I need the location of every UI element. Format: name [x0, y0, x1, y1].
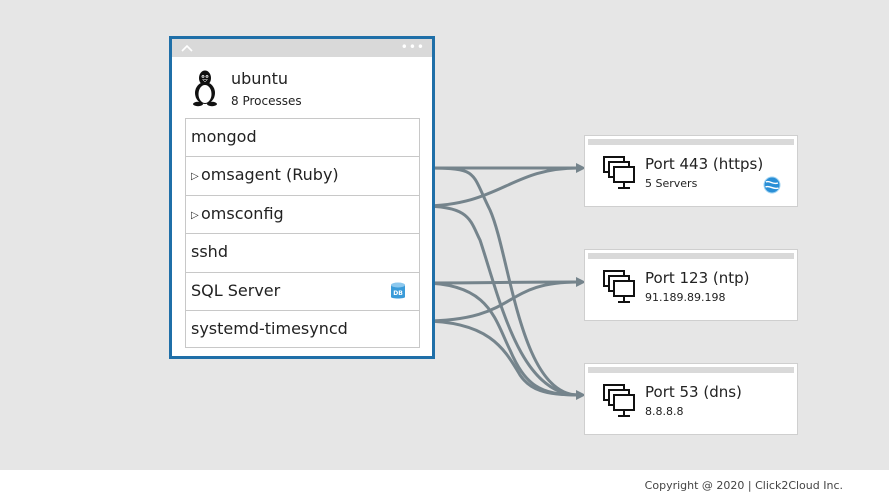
process-item-sql-server[interactable]: SQL Server DB	[185, 271, 420, 310]
arrowhead	[576, 163, 586, 173]
connection-timesyncd-53	[420, 319, 580, 397]
process-label: SQL Server	[191, 280, 281, 300]
port-card-header-bar	[588, 367, 794, 373]
copyright-text: Copyright @ 2020 | Click2Cloud Inc.	[644, 479, 843, 492]
map-canvas[interactable]: ••• ubuntu 8 Processes mongod ▷omsagent …	[0, 0, 889, 470]
arrowhead	[576, 390, 586, 400]
footer: Copyright @ 2020 | Click2Cloud Inc.	[0, 470, 889, 500]
port-card-header-bar	[588, 139, 794, 145]
process-item-omsconfig[interactable]: ▷omsconfig	[185, 194, 420, 234]
database-icon: DB	[391, 282, 405, 299]
process-count: 8 Processes	[231, 94, 302, 108]
port-detail: 8.8.8.8	[645, 405, 684, 418]
server-group-icon	[603, 156, 635, 189]
server-group-icon	[603, 384, 635, 417]
process-item-sshd[interactable]: sshd	[185, 233, 420, 272]
port-detail: 5 Servers	[645, 177, 698, 190]
connection-lines	[419, 163, 586, 400]
arrowhead	[576, 277, 586, 287]
process-label: systemd-timesyncd	[191, 318, 348, 338]
port-name: Port 123 (ntp)	[645, 269, 750, 287]
process-item-mongod[interactable]: mongod	[185, 118, 420, 157]
collapse-icon[interactable]	[180, 41, 194, 55]
process-list: mongod ▷omsagent (Ruby) ▷omsconfig sshd …	[185, 118, 420, 349]
port-card-header-bar	[588, 253, 794, 259]
process-item-systemd-timesyncd[interactable]: systemd-timesyncd	[185, 309, 420, 349]
connection-omsagent-53	[420, 166, 580, 397]
linux-penguin-icon	[193, 70, 217, 107]
port-name: Port 53 (dns)	[645, 383, 742, 401]
process-label: omsconfig	[201, 203, 284, 223]
connection-timesyncd-123	[420, 280, 580, 323]
process-label: sshd	[191, 242, 228, 262]
globe-icon	[763, 176, 781, 194]
machine-name: ubuntu	[231, 69, 288, 88]
port-name: Port 443 (https)	[645, 155, 764, 173]
port-card-123[interactable]: Port 123 (ntp) 91.189.89.198	[584, 249, 798, 321]
more-options-icon[interactable]: •••	[400, 40, 425, 54]
machine-card-titlebar: •••	[172, 39, 432, 57]
process-item-omsagent[interactable]: ▷omsagent (Ruby)	[185, 156, 420, 195]
process-label: mongod	[191, 127, 257, 146]
port-card-443[interactable]: Port 443 (https) 5 Servers	[584, 135, 798, 207]
machine-card-ubuntu[interactable]: ••• ubuntu 8 Processes mongod ▷omsagent …	[169, 36, 435, 359]
process-label: omsagent (Ruby)	[201, 165, 339, 185]
server-group-icon	[603, 270, 635, 303]
expand-triangle-icon[interactable]: ▷	[191, 171, 199, 183]
expand-triangle-icon[interactable]: ▷	[191, 209, 199, 221]
svg-text:DB: DB	[393, 290, 403, 297]
port-card-53[interactable]: Port 53 (dns) 8.8.8.8	[584, 363, 798, 435]
port-detail: 91.189.89.198	[645, 291, 726, 304]
connection-omsconfig-443	[420, 166, 580, 208]
connection-omsconfig-53	[420, 204, 580, 397]
